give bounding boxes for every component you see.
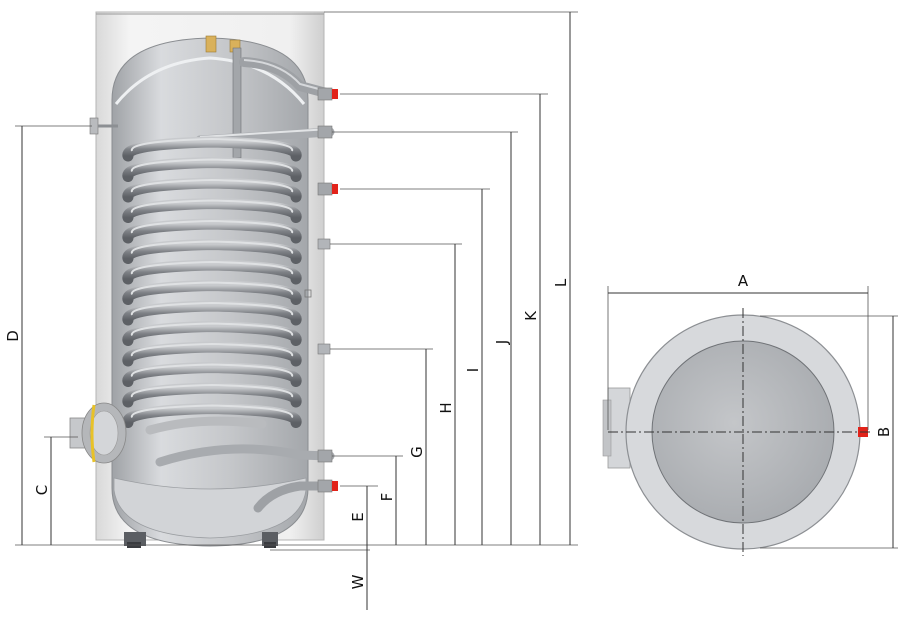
connection-cap-middle [332,184,338,194]
label-A: A [738,272,749,290]
label-H: H [437,402,455,413]
coil-turn-highlight [130,260,294,275]
coil-turn [122,136,302,162]
coil-turn-highlight [130,322,294,336]
label-D: D [4,330,22,342]
heat-exchanger-coil [122,136,302,428]
connection-cap-bottom [332,481,338,491]
coil-turn [122,218,302,244]
coil-turn-highlight [130,281,294,295]
coil-turn [122,279,302,305]
coil-turn-highlight [130,301,294,316]
coil-bottom-return [145,416,267,435]
coil-turn [122,341,302,367]
cold-water-pipe [253,481,335,513]
coil-turn-highlight [130,158,294,172]
top-fitting-left [205,35,217,53]
label-B: B [875,427,893,437]
coil-turn-highlight [130,178,294,193]
coil-turn [122,300,302,326]
coil-turn [122,320,302,346]
coil-turn-highlight [130,137,294,152]
coil-turn-highlight [130,404,294,418]
label-L: L [552,278,570,287]
label-E: E [349,512,367,521]
side-dimensions: L K J I H G F E W D C [4,11,578,610]
label-G: G [408,446,426,458]
coil-turn-highlight [130,363,294,377]
heater-flange [69,402,127,464]
tank-bottom-dome [113,477,307,539]
label-J: J [493,340,511,345]
label-F: F [378,493,396,502]
coil-turn-highlight [130,219,294,234]
coil-outlet-pipe [155,444,335,467]
tank-side-view [69,11,338,548]
coil-turn-highlight [130,383,294,398]
coil-turn [122,238,302,264]
coil-turn [122,402,302,428]
tank-top-dome [114,56,306,105]
coil-turn [122,177,302,203]
right-connections [304,87,338,493]
label-W: W [349,574,367,589]
coil-turn [122,197,302,223]
coil-turn [122,259,302,285]
coil-turn-highlight [130,342,294,357]
connection-cap-top [332,89,338,99]
hot-water-pipe [239,57,335,99]
coil-turn [122,361,302,387]
label-C: C [33,485,51,495]
coil-turn [122,382,302,408]
label-K: K [522,310,540,321]
coil-turn [122,156,302,182]
coil-turn-highlight [130,240,294,254]
tank-top-view: A B [602,272,898,556]
label-I: I [464,368,482,372]
coil-turn-highlight [130,199,294,213]
